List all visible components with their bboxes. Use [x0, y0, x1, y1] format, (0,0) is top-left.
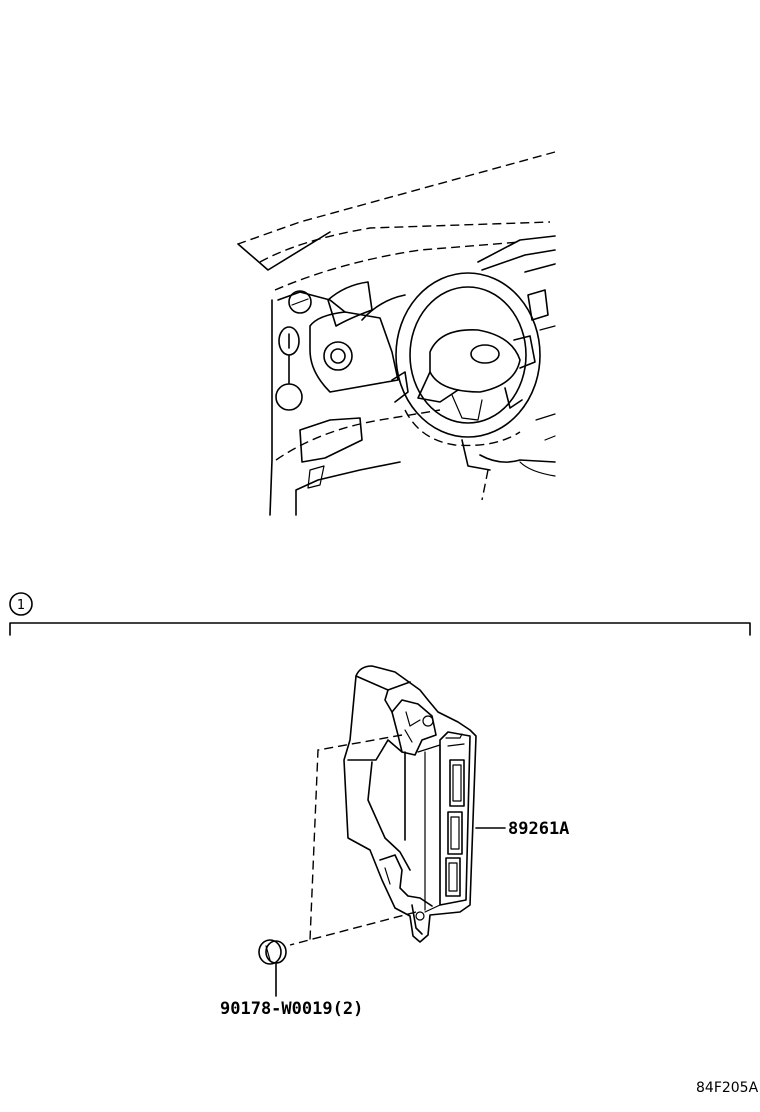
- part-number-nut: 90178-W0019(2): [220, 999, 363, 1019]
- part-number-ecu: 89261A: [508, 819, 569, 839]
- location-marker-circle: [275, 383, 303, 411]
- figure-code: 84F205A: [696, 1080, 759, 1096]
- dashed-guide-upper: [309, 734, 403, 941]
- dashed-guide-lower: [289, 911, 417, 946]
- callout-number: 1: [17, 598, 25, 613]
- section-bracket: [9, 622, 751, 636]
- callout-section-header: 1: [9, 592, 751, 636]
- fastener-nut-illustration: [258, 734, 417, 997]
- callout-badge: [9, 592, 33, 616]
- ecu-module-illustration: [343, 665, 506, 943]
- dashboard-overview-illustration: [237, 151, 556, 516]
